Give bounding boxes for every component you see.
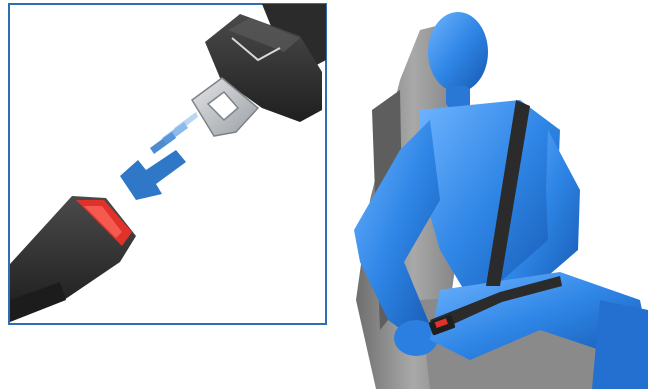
buckle-detail-inset	[9, 4, 326, 324]
occupant-wearing-belt	[354, 12, 648, 389]
